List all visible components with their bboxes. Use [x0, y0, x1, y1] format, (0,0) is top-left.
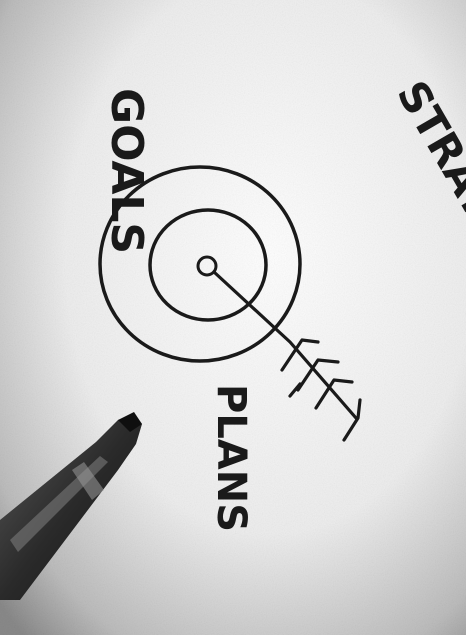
word-goals: GOALS [101, 88, 152, 254]
word-plans: PLANS [208, 384, 254, 532]
